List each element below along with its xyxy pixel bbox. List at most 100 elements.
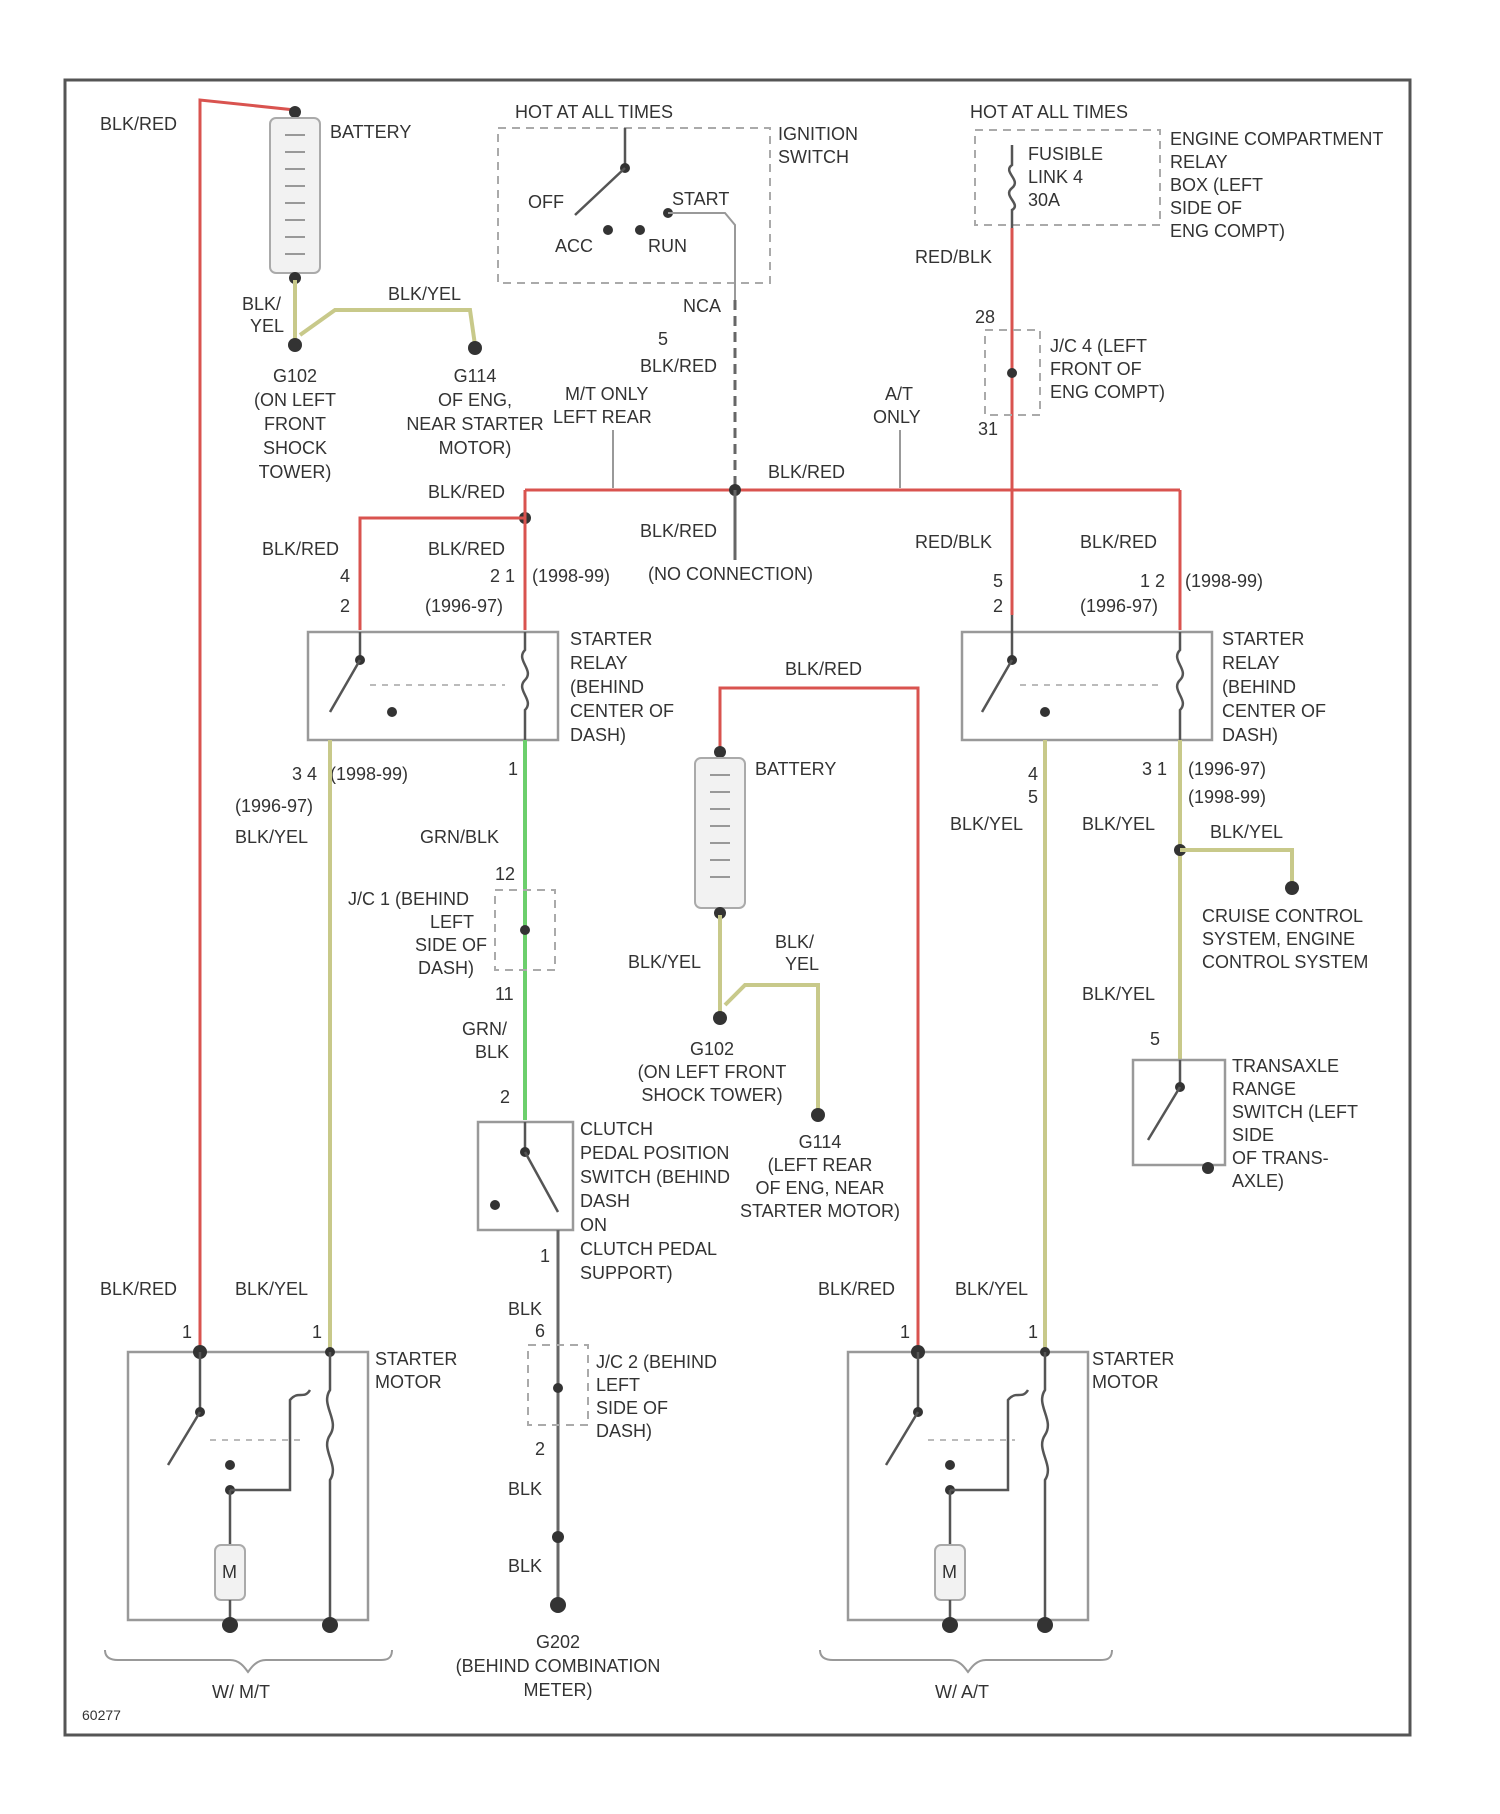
grn-blk-label-1: GRN/ xyxy=(462,1019,507,1039)
right-starter-motor-box xyxy=(848,1352,1088,1620)
svg-text:G202: G202 xyxy=(536,1632,580,1652)
wire-5-label: BLK/RED xyxy=(640,356,717,376)
g114-wire-label: BLK/YEL xyxy=(388,284,461,304)
svg-text:BOX (LEFT: BOX (LEFT xyxy=(1170,175,1263,195)
right-relay-out-pins-b: 3 1 xyxy=(1142,759,1167,779)
grn-blk-label-2: BLK xyxy=(475,1042,509,1062)
svg-text:OF ENG,: OF ENG, xyxy=(438,390,512,410)
g102-ground-dot xyxy=(288,338,302,352)
right-motor-red-pin: 1 xyxy=(900,1322,910,1342)
svg-text:OF ENG, NEAR: OF ENG, NEAR xyxy=(755,1178,884,1198)
svg-text:G102: G102 xyxy=(690,1039,734,1059)
left-relay-wire-b-label: BLK/RED xyxy=(428,539,505,559)
svg-text:G102: G102 xyxy=(273,366,317,386)
jc2-dot xyxy=(553,1383,563,1393)
bat-neg-wire-label-1: BLK/ xyxy=(242,294,281,314)
left-motor-red-label: BLK/RED xyxy=(100,1279,177,1299)
svg-text:STARTER: STARTER xyxy=(1222,629,1304,649)
g202-label: G202 (BEHIND COMBINATION METER) xyxy=(456,1632,661,1700)
svg-text:CLUTCH PEDAL: CLUTCH PEDAL xyxy=(580,1239,717,1259)
svg-text:J/C 4 (LEFT: J/C 4 (LEFT xyxy=(1050,336,1147,356)
mt-group-label: W/ M/T xyxy=(212,1682,270,1702)
svg-text:RELAY: RELAY xyxy=(1170,152,1228,172)
left-motor-red-pin: 1 xyxy=(182,1322,192,1342)
mt-only-label-1: M/T ONLY xyxy=(565,384,648,404)
right-relay-out-wire-c: BLK/YEL xyxy=(1210,822,1283,842)
svg-text:RELAY: RELAY xyxy=(570,653,628,673)
transaxle-range-switch-symbol xyxy=(1148,1060,1214,1174)
svg-text:DASH): DASH) xyxy=(570,725,626,745)
svg-text:RELAY: RELAY xyxy=(1222,653,1280,673)
center-bat-wire-label: BLK/YEL xyxy=(628,952,701,972)
svg-text:IGNITION: IGNITION xyxy=(778,124,858,144)
at-only-label-2: ONLY xyxy=(873,407,921,427)
jc1-dot xyxy=(520,925,530,935)
svg-text:STARTER: STARTER xyxy=(375,1349,457,1369)
ignition-switch-symbol xyxy=(575,128,735,300)
battery-center xyxy=(695,746,745,919)
right-relay-pin-a2: 2 xyxy=(993,596,1003,616)
right-motor-yel-pin: 1 xyxy=(1028,1322,1038,1342)
g102b-label: G102 (ON LEFT FRONT SHOCK TOWER) xyxy=(638,1039,787,1105)
center-bat-wire2-label-1: BLK/ xyxy=(775,932,814,952)
mt-only-label-2: LEFT REAR xyxy=(553,407,652,427)
right-relay-pin-b: 1 2 xyxy=(1140,571,1165,591)
svg-text:ENG COMPT): ENG COMPT) xyxy=(1050,382,1165,402)
svg-text:STARTER: STARTER xyxy=(570,629,652,649)
left-relay-pin-a2: 2 xyxy=(340,596,350,616)
clutch-switch-symbol xyxy=(490,1122,558,1212)
left-relay-out-wire: BLK/YEL xyxy=(235,827,308,847)
figure-code: 60277 xyxy=(82,1707,121,1723)
clutch-ground-pin-b: 6 xyxy=(535,1321,545,1341)
ign-run-label: RUN xyxy=(648,236,687,256)
svg-text:FRONT OF: FRONT OF xyxy=(1050,359,1142,379)
cruise-control-wire xyxy=(1180,850,1292,885)
right-motor-symbol: M xyxy=(942,1562,957,1582)
svg-text:(LEFT REAR: (LEFT REAR xyxy=(768,1155,873,1175)
left-relay-out-year-a: (1998-99) xyxy=(330,764,408,784)
fusible-link-label: FUSIBLE LINK 4 30A xyxy=(1028,144,1103,210)
jc4-pin-bot: 31 xyxy=(978,419,998,439)
g202-ground-dot xyxy=(550,1597,566,1613)
svg-text:DASH): DASH) xyxy=(596,1421,652,1441)
center-bat-wire2-label-2: YEL xyxy=(785,954,819,974)
left-starter-motor-box xyxy=(128,1352,368,1620)
svg-text:J/C 2 (BEHIND: J/C 2 (BEHIND xyxy=(596,1352,717,1372)
right-starter-relay-box xyxy=(962,632,1212,740)
jc2-label: J/C 2 (BEHIND LEFT SIDE OF DASH) xyxy=(596,1352,717,1441)
svg-text:SUPPORT): SUPPORT) xyxy=(580,1263,673,1283)
at-brace xyxy=(820,1650,1112,1672)
ign-acc-label: ACC xyxy=(555,236,593,256)
jc4-pin-top: 28 xyxy=(975,307,995,327)
svg-text:G114: G114 xyxy=(454,366,497,386)
g102b-ground-dot xyxy=(713,1011,727,1025)
svg-text:CRUISE CONTROL: CRUISE CONTROL xyxy=(1202,906,1363,926)
top-left-wire-label: BLK/RED xyxy=(100,114,177,134)
svg-text:SWITCH (LEFT: SWITCH (LEFT xyxy=(1232,1102,1358,1122)
svg-text:ENG COMPT): ENG COMPT) xyxy=(1170,221,1285,241)
g114-ground-dot xyxy=(468,341,482,355)
clutch-feed-pin: 1 xyxy=(508,759,518,779)
svg-text:FUSIBLE: FUSIBLE xyxy=(1028,144,1103,164)
svg-text:CONTROL SYSTEM: CONTROL SYSTEM xyxy=(1202,952,1368,972)
right-motor-red-label: BLK/RED xyxy=(818,1279,895,1299)
svg-text:G114: G114 xyxy=(799,1132,842,1152)
hot-at-all-times-relay-box: HOT AT ALL TIMES xyxy=(970,102,1128,122)
right-relay-year-b: (1998-99) xyxy=(1185,571,1263,591)
svg-text:SWITCH: SWITCH xyxy=(778,147,849,167)
svg-text:AXLE): AXLE) xyxy=(1232,1171,1284,1191)
g114-wire xyxy=(300,310,475,345)
left-relay-year-b: (1998-99) xyxy=(532,566,610,586)
hot-at-all-times-ignition: HOT AT ALL TIMES xyxy=(515,102,673,122)
clutch-switch-label: CLUTCH PEDAL POSITION SWITCH (BEHIND DAS… xyxy=(580,1119,730,1283)
svg-text:CENTER OF: CENTER OF xyxy=(570,701,674,721)
svg-text:SWITCH (BEHIND: SWITCH (BEHIND xyxy=(580,1167,730,1187)
left-relay-out-pins: 3 4 xyxy=(292,764,317,784)
svg-text:(BEHIND: (BEHIND xyxy=(1222,677,1296,697)
trans-switch-pin: 5 xyxy=(1150,1029,1160,1049)
battery-label-center: BATTERY xyxy=(755,759,836,779)
svg-text:METER): METER) xyxy=(524,1680,593,1700)
svg-text:SHOCK TOWER): SHOCK TOWER) xyxy=(641,1085,782,1105)
clutch-feed-wire-label: GRN/BLK xyxy=(420,827,499,847)
